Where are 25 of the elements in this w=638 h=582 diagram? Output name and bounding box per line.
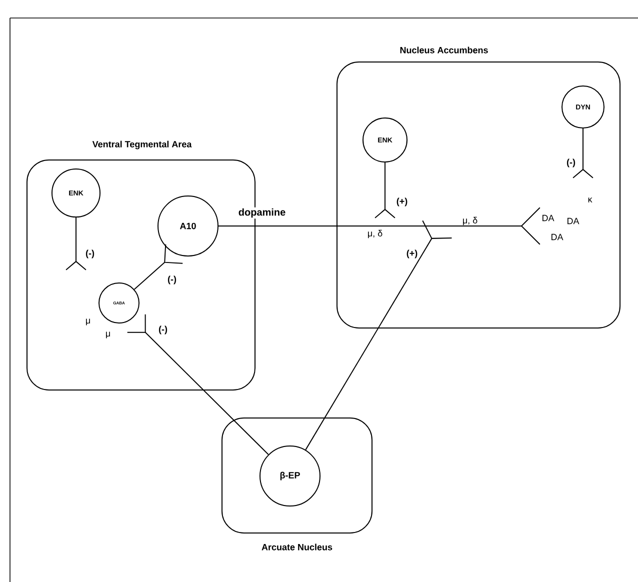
receptor-label: DA bbox=[568, 218, 580, 224]
edge-label: dopamine bbox=[237, 207, 287, 219]
synapse-line bbox=[66, 217, 86, 270]
synapse-line bbox=[134, 244, 184, 290]
edge-label: (+) bbox=[395, 196, 409, 208]
receptor-label: μ, δ bbox=[368, 230, 382, 238]
synapse-line bbox=[374, 162, 396, 218]
edge-label: (-) bbox=[166, 274, 178, 286]
receptor-label: μ bbox=[106, 332, 110, 338]
region-title: Ventral Tegmental Area bbox=[92, 140, 192, 150]
region-title: Nucleus Accumbens bbox=[400, 46, 488, 54]
synapse-line bbox=[126, 314, 269, 456]
receptor-label: μ, δ bbox=[463, 216, 478, 226]
receptor-label: μ bbox=[86, 318, 90, 326]
synapse-line bbox=[305, 220, 452, 450]
receptor-label: κ bbox=[588, 198, 592, 202]
edge-label: (-) bbox=[158, 324, 168, 336]
edge-label: (-) bbox=[84, 248, 96, 260]
synapse-line bbox=[572, 128, 594, 178]
receptor-label: DA bbox=[552, 234, 564, 240]
edge-label: (-) bbox=[566, 158, 576, 168]
region-title: Arcuate Nucleus bbox=[262, 544, 332, 550]
edge-label: (+) bbox=[405, 248, 419, 260]
receptor-label: DA bbox=[542, 214, 554, 222]
synapse-line bbox=[218, 207, 540, 245]
